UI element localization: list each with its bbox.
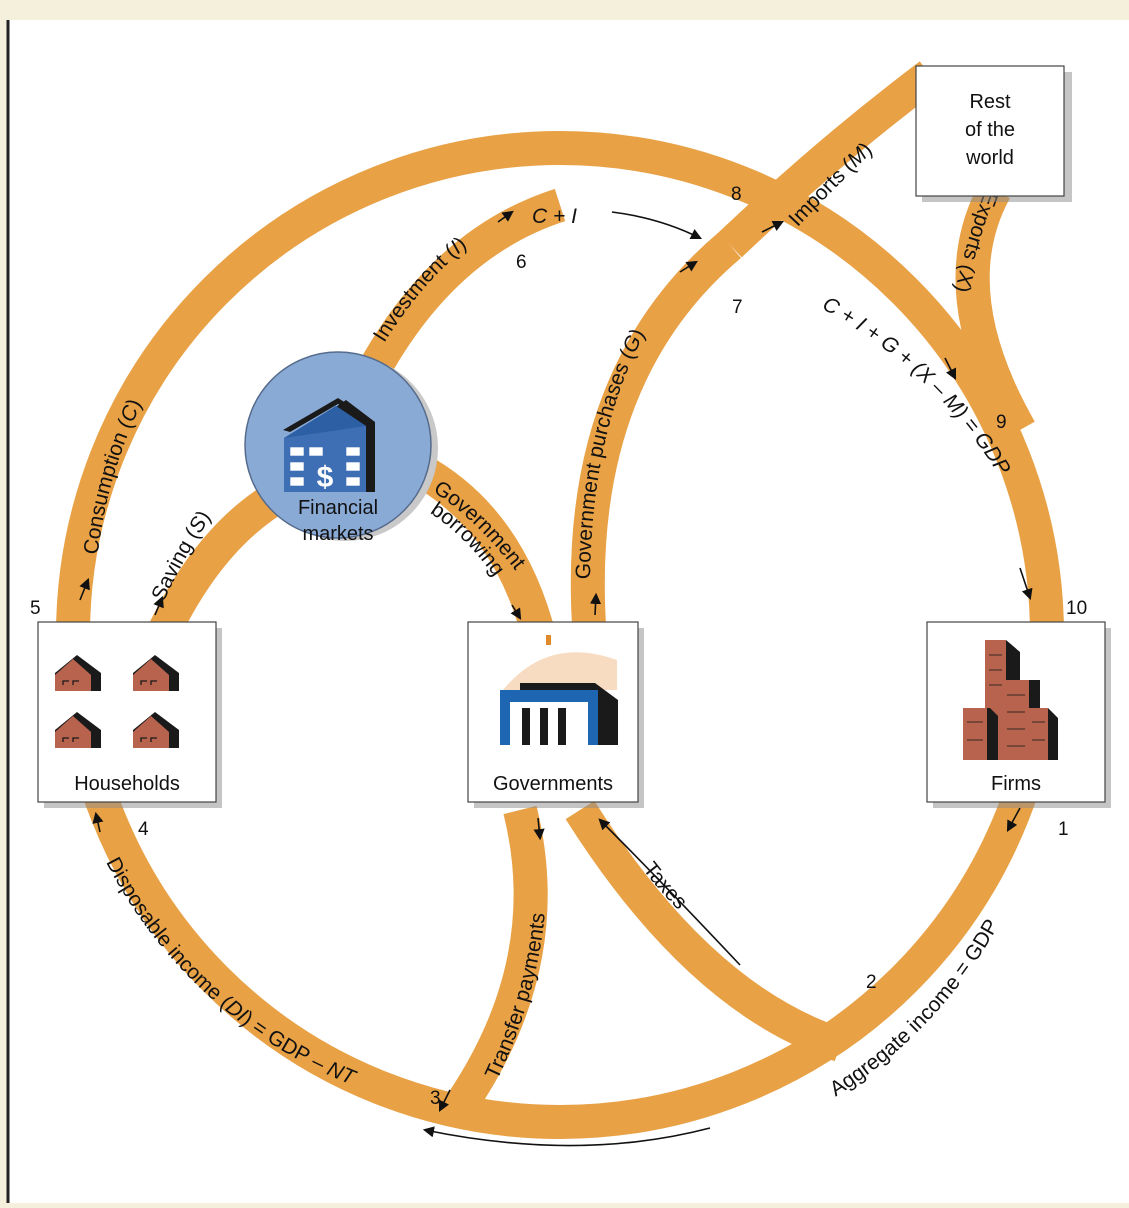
financial-label-1: Financial — [298, 497, 378, 519]
exports-band — [955, 181, 1035, 439]
number-3: 3 — [430, 1088, 441, 1109]
house-icon — [55, 655, 179, 748]
gov-borrowing-arrow — [510, 604, 522, 620]
gov-purchases-band — [570, 232, 741, 642]
flow-bands — [56, 61, 1064, 1139]
number-4: 4 — [138, 819, 149, 840]
firms-box: Firms — [926, 621, 1111, 808]
investment-top-arrow — [497, 210, 514, 223]
capitol-icon — [500, 635, 618, 745]
households-label: Households — [74, 773, 180, 795]
svg-text:$: $ — [317, 461, 334, 494]
exports-arrow — [944, 357, 957, 381]
flow-numbers: 1 2 3 4 5 6 7 8 9 10 — [30, 184, 1087, 1109]
financial-markets-node: $ Financial markets — [244, 351, 438, 545]
aggregate-income-arrow — [1006, 807, 1021, 832]
consumption-arrow — [79, 577, 90, 601]
number-5: 5 — [30, 598, 41, 619]
transfers-band — [436, 805, 548, 1131]
factory-buildings-icon — [963, 640, 1058, 760]
number-1: 1 — [1058, 819, 1069, 840]
transfers-bottom-arrow — [438, 1089, 451, 1113]
number-2: 2 — [866, 972, 877, 993]
taxes-arrow — [598, 818, 741, 966]
rest-of-world-line2: of the — [965, 119, 1015, 141]
gov-purchases-top-arrow — [679, 260, 698, 273]
gdp-arrow — [1019, 567, 1033, 601]
content-background — [8, 20, 1129, 1203]
disposable-income-arrow — [422, 1126, 711, 1147]
gov-purchases-arrow — [589, 592, 602, 616]
rest-of-world-line1: Rest — [969, 91, 1011, 113]
taxes-band — [565, 800, 846, 1062]
number-7: 7 — [732, 297, 743, 318]
firms-label: Firms — [991, 773, 1041, 795]
rest-of-world-line3: world — [965, 147, 1014, 169]
number-9: 9 — [996, 412, 1007, 433]
households-box: Households — [37, 621, 222, 808]
financial-label-2: markets — [302, 523, 373, 545]
governments-label: Governments — [493, 773, 613, 795]
bank-building-icon: $ — [283, 398, 375, 494]
c-plus-i-arrow — [611, 211, 703, 240]
c-plus-i-label: C + I — [532, 205, 577, 228]
number-10: 10 — [1066, 598, 1087, 619]
households-income-arrow — [92, 811, 104, 833]
gov-borrowing-band — [411, 455, 557, 645]
saving-arrow — [153, 595, 164, 616]
imports-arrow — [761, 220, 785, 233]
rest-of-world-box: Rest of the world — [915, 65, 1072, 202]
number-6: 6 — [516, 252, 527, 273]
imports-band — [718, 61, 941, 258]
governments-box: Governments — [467, 621, 644, 808]
transfers-top-arrow — [533, 817, 545, 841]
flow-arrows — [79, 210, 1033, 1147]
number-8: 8 — [731, 184, 742, 205]
